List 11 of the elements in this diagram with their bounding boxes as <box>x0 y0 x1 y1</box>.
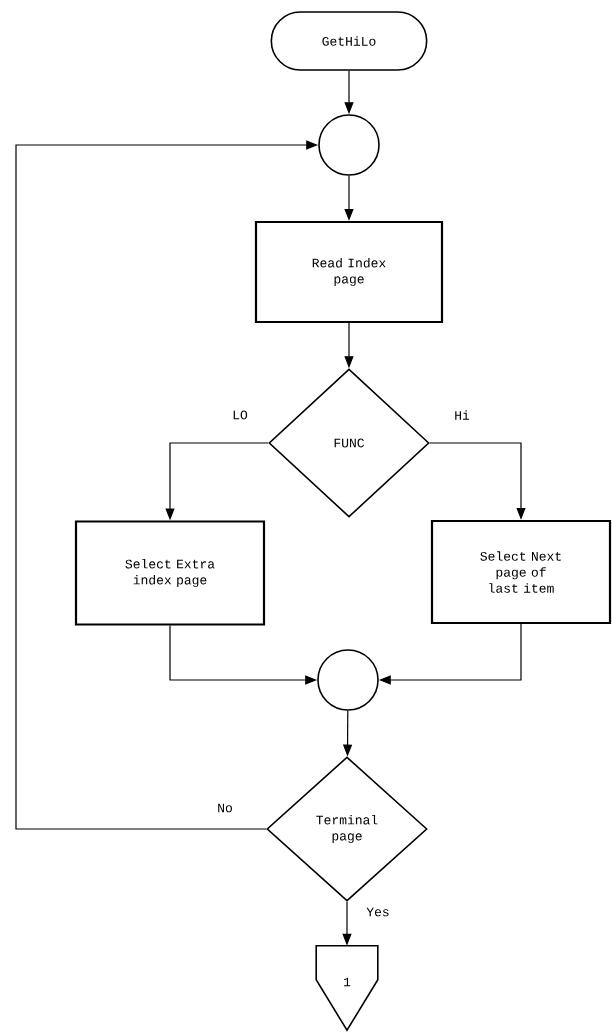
edge-label: Hi <box>453 409 471 421</box>
connector-circle <box>318 114 380 176</box>
off-page-connector: 1 <box>315 944 379 1032</box>
edge-label: No <box>216 802 234 814</box>
edge-label: LO <box>231 409 249 421</box>
process-box: Read Index page <box>254 220 444 324</box>
process-box: Select Next page of last item <box>430 519 612 625</box>
edge-label: Yes <box>365 906 391 918</box>
start-terminal: GetHiLo <box>270 11 428 71</box>
connector-circle <box>317 649 379 711</box>
process-box: Select Extra index page <box>74 520 266 626</box>
